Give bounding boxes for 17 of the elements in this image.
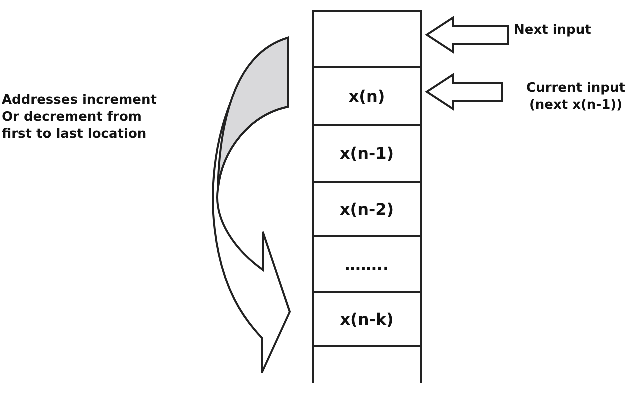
cell-value: x(n) bbox=[348, 86, 386, 106]
memory-cell bbox=[312, 124, 422, 183]
memory-cell bbox=[312, 345, 422, 383]
address-note: Addresses increment Or decrement from first to last location bbox=[2, 92, 158, 143]
hollow-block-arrow bbox=[425, 73, 503, 111]
memory-cell bbox=[312, 181, 422, 237]
cell-value: x(n-k) bbox=[340, 310, 394, 328]
cell-value: …….. bbox=[344, 254, 390, 274]
memory-cell bbox=[312, 66, 422, 126]
hollow-block-arrow bbox=[425, 16, 509, 54]
input-label: Next input bbox=[514, 22, 614, 39]
memory-cell bbox=[312, 10, 422, 68]
input-label: Current input (next x(n-1)) bbox=[508, 80, 644, 114]
cell-value: x(n-2) bbox=[340, 200, 394, 218]
memory-cell bbox=[312, 291, 422, 347]
cell-value: x(n-1) bbox=[340, 144, 394, 163]
memory-cell bbox=[312, 235, 422, 293]
